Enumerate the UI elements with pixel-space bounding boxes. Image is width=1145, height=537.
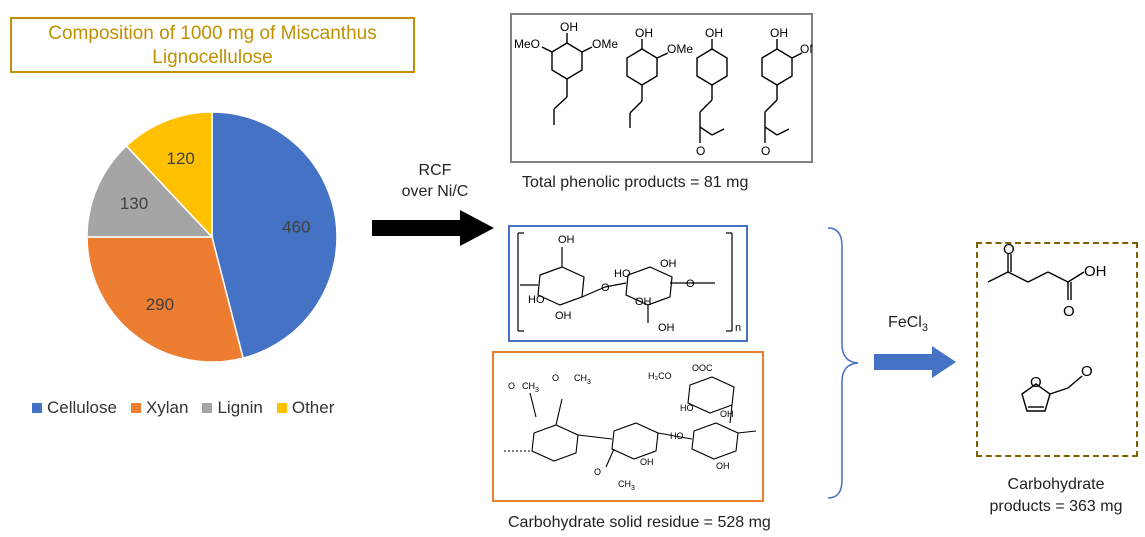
label-ome: OMe (592, 37, 618, 51)
rcf-arrow (372, 210, 494, 246)
carb-structures: O OH O O O (987, 241, 1107, 412)
label-o: O (686, 278, 695, 290)
legend-swatch (32, 403, 42, 413)
label-o: O (508, 381, 515, 391)
label-ho: HO (670, 431, 684, 441)
phenolic-box: OH MeO OMe OH OMe OH O OH OMe O (510, 13, 826, 163)
pie-chart: 460 290 130 120 (86, 111, 338, 363)
label-oh: OH (558, 234, 575, 246)
rcf-label-line2: over Ni/C (401, 183, 469, 200)
fecl3-sub: 3 (921, 322, 928, 335)
legend-label: Lignin (217, 398, 263, 417)
label-meo: MeO (514, 37, 540, 51)
carb-products-box: O OH O O O (976, 241, 1138, 457)
label-oh: OH (658, 322, 675, 334)
label-o: O (1003, 244, 1015, 258)
label-oh: OH (660, 258, 677, 270)
rcf-label: RCF over Ni/C (375, 160, 495, 202)
pie-slice-other (125, 111, 213, 239)
carb-caption-line1: Carbohydrate (1007, 476, 1105, 493)
label-oh: OH (770, 26, 788, 40)
phenolic-caption: Total phenolic products = 81 mg (522, 174, 749, 191)
pie-slice-xylan (86, 236, 244, 363)
label-oh: OH (635, 296, 652, 308)
pie-label-lignin: 130 (120, 194, 148, 213)
cellulose-structure: OH HO OH O HO OH O OH OH n (517, 232, 741, 334)
label-oh: OH (635, 26, 653, 40)
xylan-box: O CH3 O CH3 O CH3 H₃CO OOC HO OH HO OH O… (492, 351, 764, 502)
label-oh: OH (640, 457, 654, 467)
label-oh: OH (720, 409, 734, 419)
label-ooc: OOC (692, 363, 713, 373)
rcf-label-line1: RCF (418, 162, 452, 179)
label-ho: HO (614, 268, 631, 280)
label-oh: OH (716, 461, 730, 471)
legend-item-cellulose: Cellulose (32, 398, 117, 418)
label-h3co: H₃CO (648, 371, 672, 381)
label-o: O (1063, 303, 1075, 320)
label-ome: OMe (800, 42, 812, 56)
solid-caption: Carbohydrate solid residue = 528 mg (508, 514, 771, 531)
label-oh: OH (705, 26, 723, 40)
legend-swatch (202, 403, 213, 413)
label-o: O (552, 373, 559, 383)
label-ch3: CH3 (574, 373, 591, 386)
legend-swatch (130, 403, 141, 413)
legend-label: Other (291, 398, 335, 417)
legend-item-other: Other (276, 398, 335, 418)
label-o: O (1081, 363, 1093, 380)
label-o: O (761, 144, 770, 158)
pie-slice-cellulose (211, 111, 338, 359)
label-oh: OH (555, 310, 572, 322)
pie-label-xylan: 290 (146, 295, 174, 314)
brace (827, 227, 859, 499)
phenolic-structures: OH MeO OMe OH OMe OH O OH OMe O (514, 20, 826, 158)
label-o: O (601, 282, 610, 294)
label-ho: HO (528, 294, 545, 306)
fecl3-label: FeCl3 (878, 314, 938, 334)
label-ch3: CH3 (522, 381, 539, 394)
legend-item-xylan: Xylan (130, 398, 189, 418)
chart-title: Composition of 1000 mg of Miscanthus Lig… (10, 17, 415, 73)
label-ome: OMe (667, 42, 693, 56)
pie-label-cellulose: 460 (282, 217, 310, 236)
pie-label-other: 120 (167, 149, 195, 168)
label-o: O (1030, 374, 1042, 391)
pie-slice-lignin (86, 144, 214, 238)
carb-caption-line2: products = 363 mg (989, 498, 1123, 515)
chart-legend: Cellulose Xylan Lignin Other (32, 398, 334, 418)
legend-label: Cellulose (47, 398, 117, 417)
fecl3-text: FeCl (888, 314, 922, 331)
fecl3-arrow (874, 346, 956, 378)
label-oh: OH (1084, 263, 1107, 280)
legend-swatch (276, 403, 287, 413)
cellulose-box: OH HO OH O HO OH O OH OH n (508, 225, 748, 342)
label-oh: OH (560, 20, 578, 34)
legend-label: Xylan (145, 398, 189, 417)
label-ch3: CH3 (618, 479, 635, 492)
carb-caption: Carbohydrate products = 363 mg (966, 474, 1145, 518)
label-n: n (735, 322, 741, 334)
label-o: O (594, 467, 601, 477)
label-o: O (696, 144, 705, 158)
xylan-structure: O CH3 O CH3 O CH3 H₃CO OOC HO OH HO OH O… (504, 363, 757, 492)
legend-item-lignin: Lignin (202, 398, 263, 418)
label-ho: HO (680, 403, 694, 413)
